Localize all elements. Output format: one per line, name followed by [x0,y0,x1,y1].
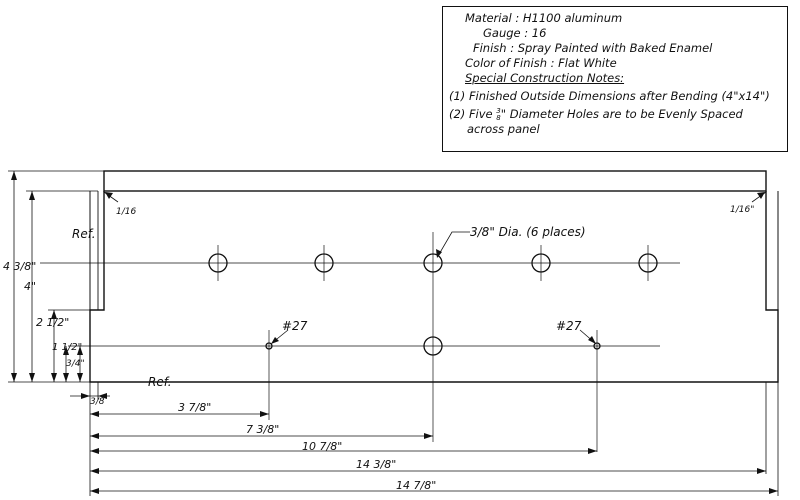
arrow-drill-right [588,336,596,344]
hole-callout-leader [437,231,470,257]
dim-v-4-label: 4" [24,280,36,293]
arrow-h3-right [588,448,597,454]
arrow-h2-right [424,433,433,439]
note-2-prefix: (2) Five [449,107,493,121]
arrow-bend-left [105,192,113,199]
bend-right-label: 1/16" [730,205,754,215]
arrow-h1-left [90,411,99,417]
arrow-v3-top [51,310,57,319]
dim-h-3-7-8-label: 3 7/8" [178,401,211,414]
panel-flange-top [103,170,767,192]
dim-h-7-3-8-label: 7 3/8" [246,423,279,436]
note-1: (1) Finished Outside Dimensions after Be… [449,89,770,103]
note-special-heading: Special Construction Notes: [465,71,625,85]
arrow-h3-left [90,448,99,454]
drill-hole-right [593,342,601,350]
arrow-h4-left [90,468,99,474]
arrow-h5-left [90,488,99,494]
arrow-v1-bot [11,373,17,382]
dim-h-10-7-8-label: 10 7/8" [302,440,342,453]
arrow-hole-callout [436,249,442,258]
arrow-drill-left [271,337,279,344]
specification-notes-box: Material : H1100 aluminum Gauge : 16 Fin… [442,6,788,152]
note-2-suffix: " Diameter Holes are to be Evenly Spaced [500,107,743,121]
note-gauge: Gauge : 16 [483,26,547,40]
note-color: Color of Finish : Flat White [465,56,617,70]
hole-6 [423,336,443,356]
hole-callout-label: 3/8" Dia. (6 places) [470,225,586,239]
arrow-v1-top [11,171,17,180]
dim-v-2-1-2-label: 2 1/2" [36,316,69,329]
dim-v-4-3-8-label: 4 3/8" [3,260,36,273]
note-2-frac-num: 3 [496,106,501,115]
note-finish: Finish : Spray Painted with Baked Enamel [473,41,713,55]
ref-left-label: Ref. [72,227,96,241]
arrow-h0-left [81,393,90,399]
ref-bottom-label: Ref. [148,375,172,389]
arrow-v2-top [29,191,35,200]
hole-4 [531,253,551,273]
arrow-v3-bot [51,373,57,382]
note-material: Material : H1100 aluminum [465,11,623,25]
arrow-h5-right [769,488,778,494]
arrow-v5-bot [77,373,83,382]
dim-h-3-8-label: 3/8 [90,397,105,407]
dim-h-14-7-8-label: 14 7/8" [396,479,436,492]
arrow-v4-top [63,346,69,355]
dim-v-1-1-2-label: 1 1/2" [52,342,82,353]
arrow-v5-top [77,346,83,355]
bend-left-label: 1/16 [116,207,136,217]
hole-1 [208,253,228,273]
arrow-h0-right [98,393,107,399]
arrow-h2-left [90,433,99,439]
arrow-v4-bot [63,373,69,382]
drill-left-label: #27 [282,319,308,333]
arrow-v2-bot [29,373,35,382]
dim-h-14-3-8-label: 14 3/8" [356,458,396,471]
dim-v-3-4-label: 3/4" [66,359,85,369]
panel-outline [89,191,779,383]
note-2-frac-den: 8 [496,113,501,122]
hole-5 [638,253,658,273]
arrow-h4-right [757,468,766,474]
hole-2 [314,253,334,273]
drill-hole-left [265,342,273,350]
note-2-continuation: across panel [467,122,540,136]
arrow-h1-right [260,411,269,417]
hole-3 [423,253,443,273]
arrow-bend-right [757,192,765,199]
drill-right-label: #27 [556,319,582,333]
